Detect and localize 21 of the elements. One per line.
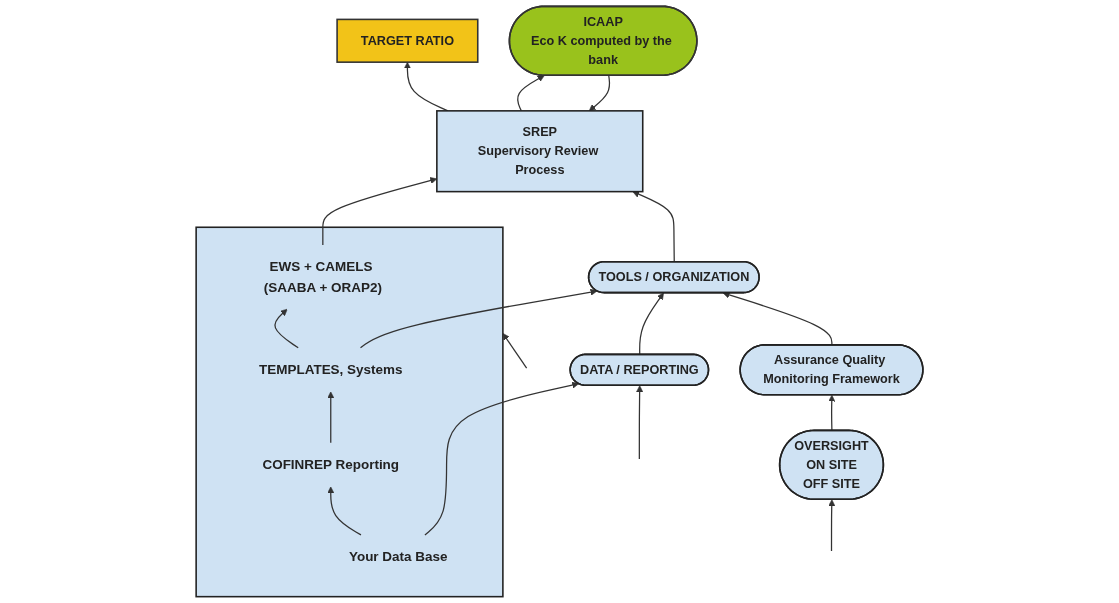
node-box: SREP Supervisory Review Process bbox=[436, 110, 644, 193]
arrow bbox=[517, 75, 545, 112]
arrow bbox=[588, 75, 611, 112]
arrow bbox=[502, 333, 528, 369]
arrow bbox=[828, 499, 836, 552]
node-text: Your Data Base bbox=[348, 549, 448, 565]
node-text: COFINREP Reporting bbox=[262, 457, 400, 473]
arrow bbox=[274, 308, 299, 349]
arrow bbox=[327, 486, 362, 536]
arrow bbox=[722, 291, 833, 346]
arrow bbox=[636, 385, 644, 460]
arrow bbox=[828, 394, 836, 432]
arrow bbox=[424, 381, 579, 536]
node-text: TEMPLATES, Systems bbox=[259, 362, 403, 378]
node-text: EWS + CAMELS (SAABA + ORAP2) bbox=[263, 259, 382, 295]
arrow bbox=[359, 288, 598, 349]
arrow bbox=[327, 391, 335, 444]
arrow bbox=[639, 292, 664, 356]
node-box: TARGET RATIO bbox=[336, 18, 479, 63]
cluster bbox=[195, 226, 504, 598]
arrow bbox=[632, 190, 675, 263]
